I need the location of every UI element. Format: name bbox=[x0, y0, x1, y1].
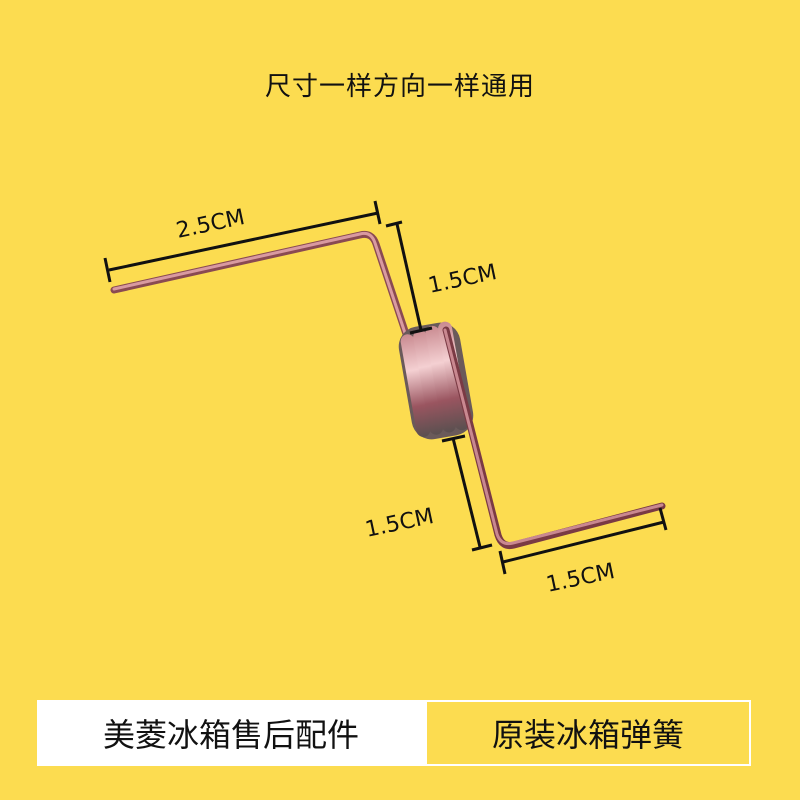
spring-coil bbox=[398, 321, 474, 440]
dimension-label-lower-leg: 1.5CM bbox=[363, 504, 436, 543]
dimension-bottom-arm bbox=[498, 507, 668, 575]
dimension-lower-leg bbox=[441, 434, 493, 552]
dimension-upper-leg bbox=[385, 220, 433, 335]
dimension-label-bottom-arm: 1.5CM bbox=[544, 559, 617, 598]
dimension-label-upper-leg: 1.5CM bbox=[426, 260, 499, 299]
spring-wire bbox=[110, 230, 666, 549]
banner-brand-text: 美菱冰箱售后配件 bbox=[37, 700, 425, 766]
dimension-label-top-arm: 2.5CM bbox=[174, 205, 247, 244]
product-banner: 美菱冰箱售后配件 原装冰箱弹簧 bbox=[37, 700, 751, 766]
headline: 尺寸一样方向一样通用 bbox=[264, 72, 535, 102]
banner-product-text: 原装冰箱弹簧 bbox=[425, 700, 751, 766]
dimension-top-arm bbox=[103, 200, 382, 283]
